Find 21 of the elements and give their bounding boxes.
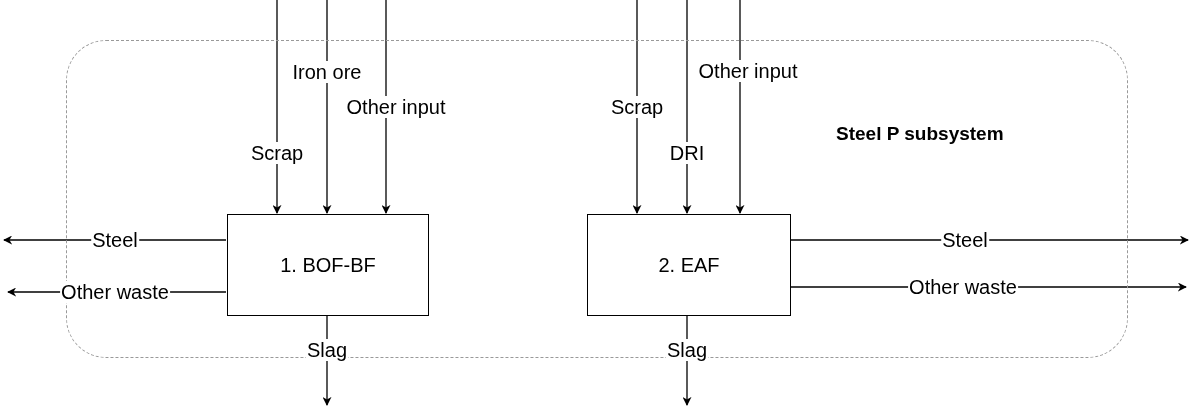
edge-label: Slag bbox=[666, 339, 708, 361]
flow-arrow bbox=[272, 0, 282, 214]
edge-label: Other waste bbox=[60, 281, 170, 303]
process-label: 2. EAF bbox=[658, 253, 720, 277]
process-box bbox=[587, 214, 791, 316]
edge-label: Slag bbox=[306, 339, 348, 361]
flow-arrow bbox=[322, 0, 332, 214]
subsystem-title: Steel P subsystem bbox=[836, 123, 1004, 145]
process-box bbox=[227, 214, 429, 316]
edge-label: Iron ore bbox=[291, 61, 363, 83]
edge-label: Other input bbox=[697, 60, 799, 82]
flow-arrow bbox=[381, 0, 391, 214]
flow-arrow bbox=[632, 0, 642, 214]
edge-label: Scrap bbox=[609, 96, 665, 118]
flow-arrow bbox=[682, 0, 692, 214]
flow-arrow bbox=[735, 0, 745, 214]
edge-label: DRI bbox=[668, 142, 706, 164]
edge-label: Other input bbox=[345, 96, 447, 118]
flow-arrow bbox=[789, 235, 1189, 245]
process-label: 1. BOF-BF bbox=[280, 253, 376, 277]
edge-label: Scrap bbox=[249, 142, 305, 164]
